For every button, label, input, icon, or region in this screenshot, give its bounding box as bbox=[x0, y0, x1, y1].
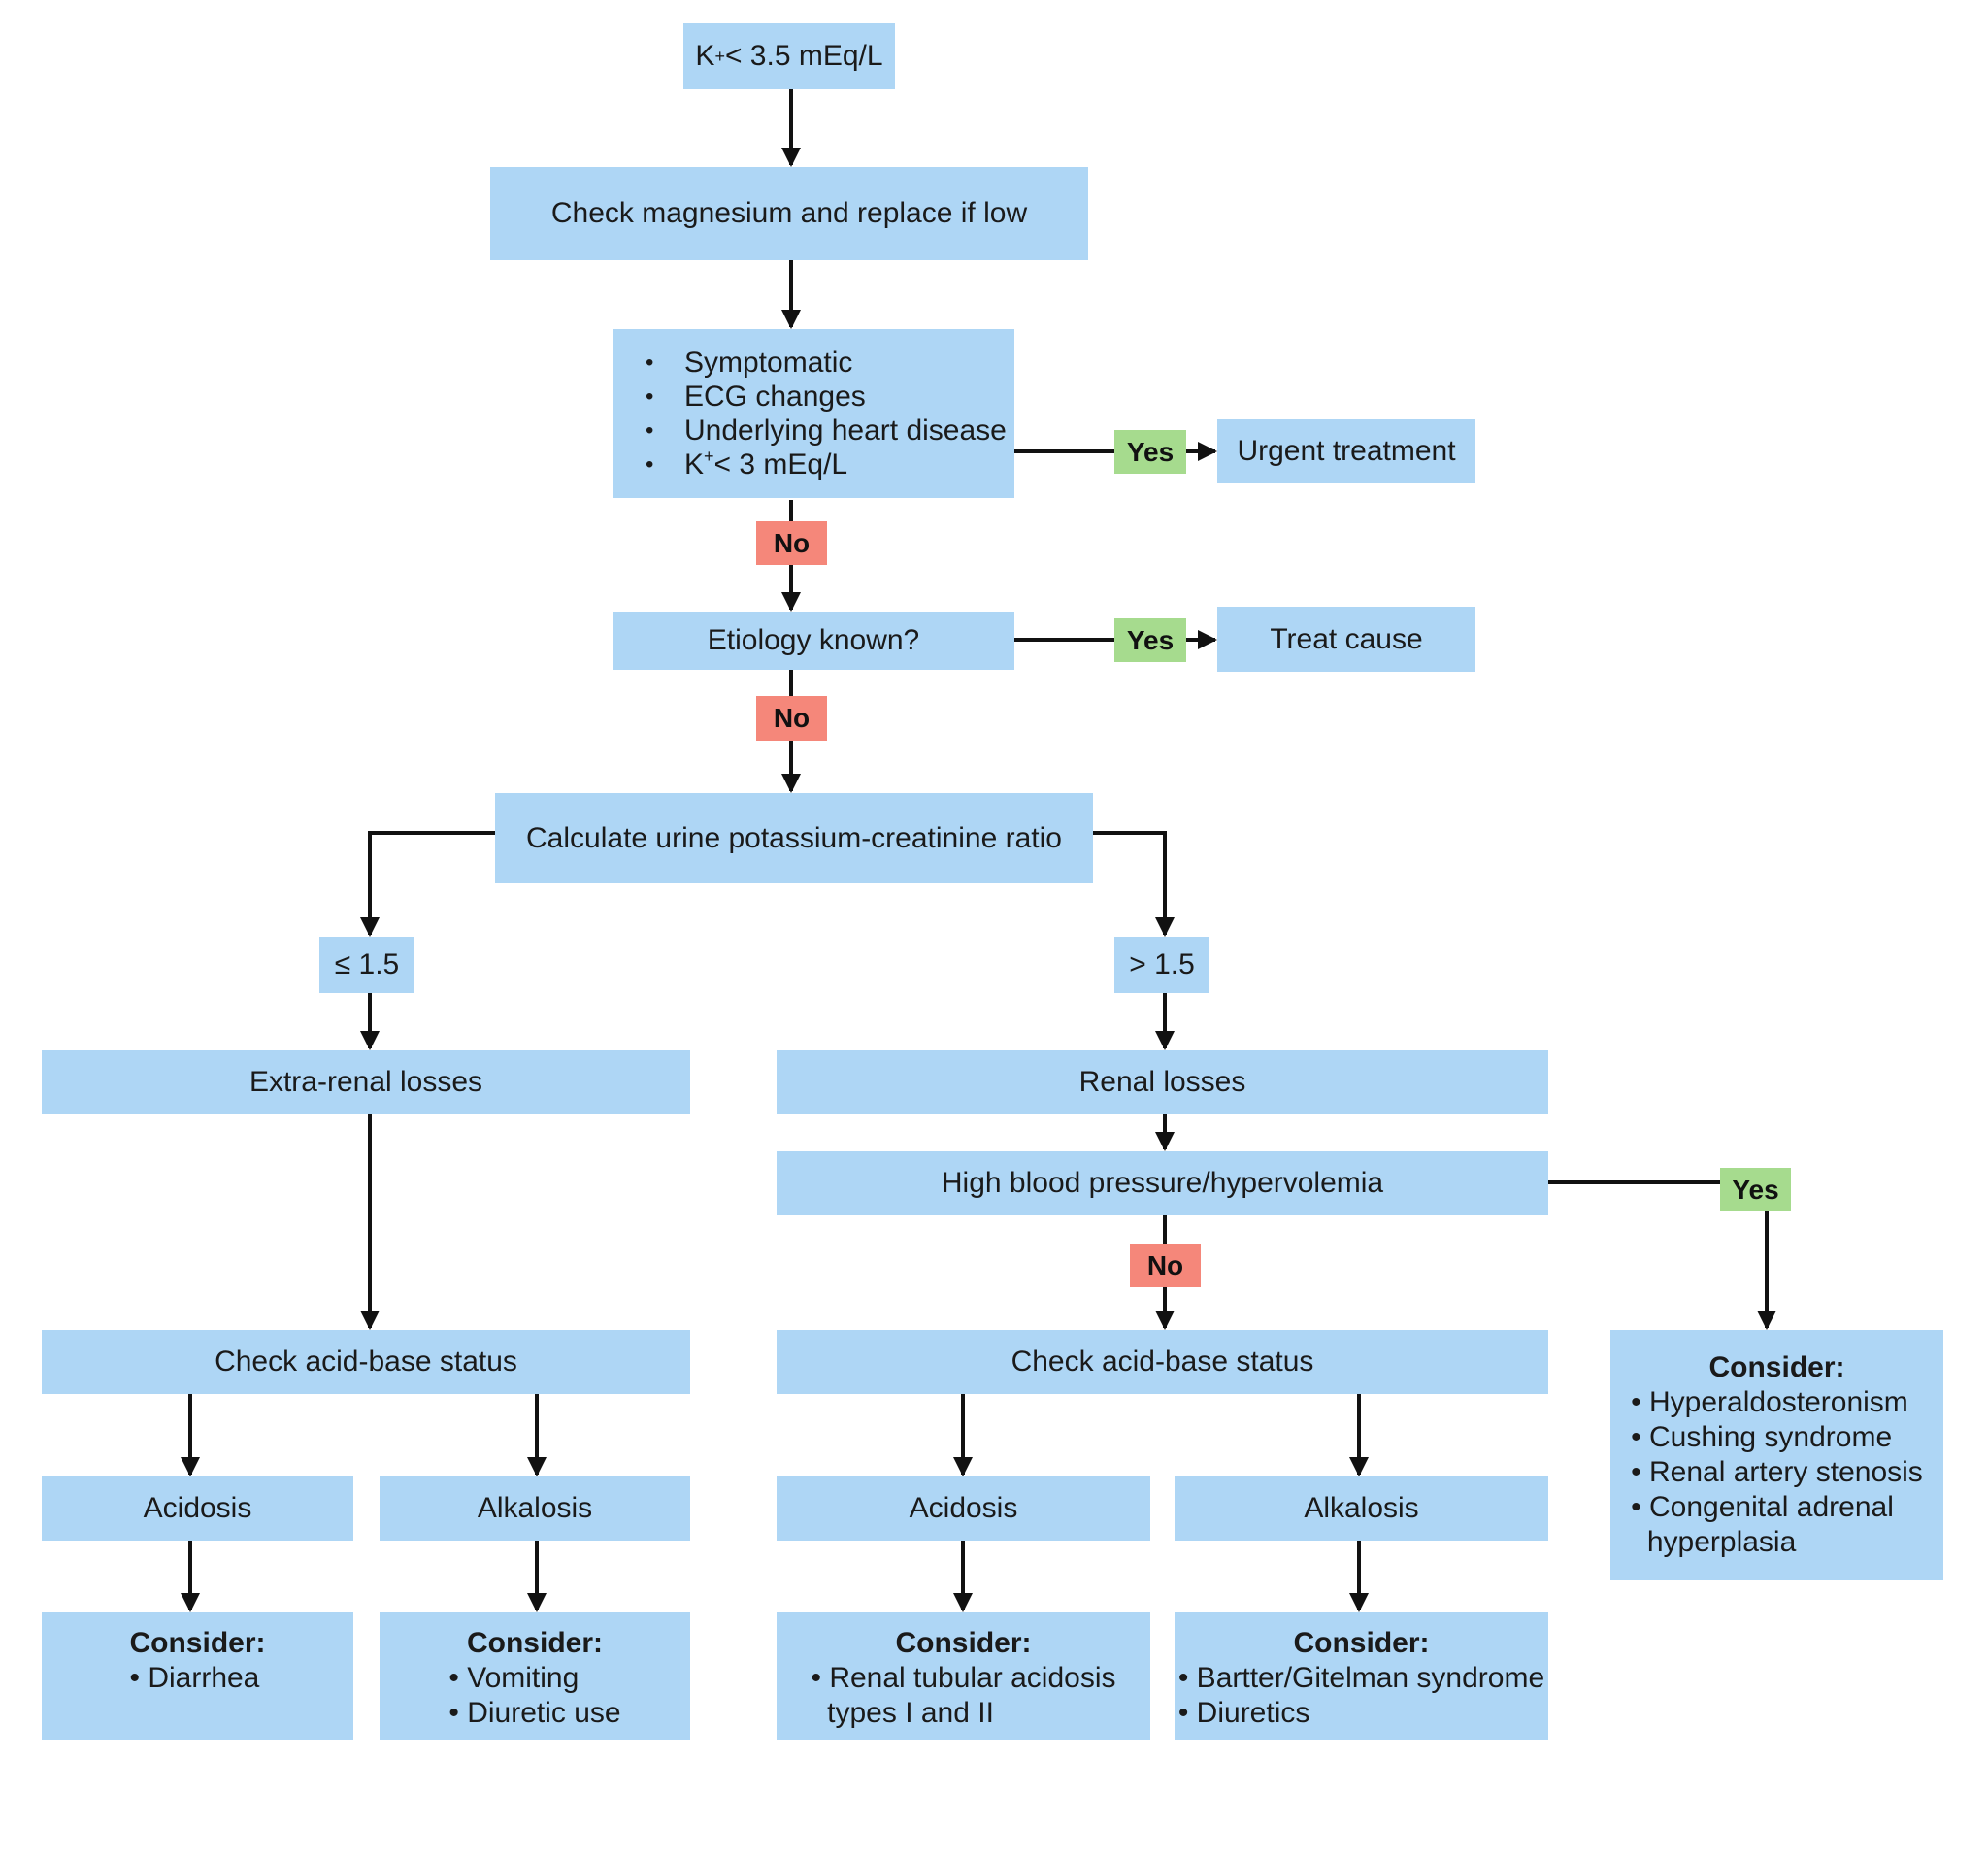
consider-item: • Congenital adrenal bbox=[1631, 1491, 1894, 1523]
node-consider-hyperaldo: Consider: • Hyperaldosteronism • Cushing… bbox=[1610, 1330, 1943, 1580]
consider-item: • Cushing syndrome bbox=[1631, 1421, 1893, 1453]
ratio-le-label: ≤ 1.5 bbox=[334, 948, 400, 980]
consider-bartter-list: Consider: • Bartter/Gitelman syndrome • … bbox=[1178, 1626, 1544, 1731]
start-k: K bbox=[695, 40, 715, 72]
consider-item: • Diarrhea bbox=[129, 1662, 260, 1694]
acid-base-right-label: Check acid-base status bbox=[1011, 1345, 1314, 1377]
urine-ratio-label: Calculate urine potassium-creatinine rat… bbox=[526, 821, 1062, 854]
consider-item: • Renal artery stenosis bbox=[1631, 1456, 1923, 1488]
start-threshold: < 3.5 mEq/L bbox=[724, 40, 883, 72]
consider-heading: Consider: bbox=[466, 1627, 603, 1659]
yes-label-symptoms: Yes bbox=[1114, 430, 1186, 474]
no-label-hbp: No bbox=[1130, 1244, 1201, 1287]
node-check-magnesium: Check magnesium and replace if low bbox=[490, 167, 1088, 260]
symptom-item: Underlying heart disease bbox=[646, 414, 1007, 448]
node-acid-base-right: Check acid-base status bbox=[777, 1330, 1548, 1394]
node-acid-base-left: Check acid-base status bbox=[42, 1330, 690, 1394]
node-consider-bartter: Consider: • Bartter/Gitelman syndrome • … bbox=[1175, 1612, 1548, 1740]
consider-rta-list: Consider: • Renal tubular acidosis types… bbox=[811, 1626, 1115, 1731]
node-symptoms: Symptomatic ECG changes Underlying heart… bbox=[613, 329, 1014, 498]
consider-diarrhea-list: Consider: • Diarrhea bbox=[129, 1626, 265, 1696]
alkalosis-left-label: Alkalosis bbox=[477, 1492, 593, 1524]
symptom-item: Symptomatic bbox=[646, 346, 1007, 380]
symptom-item: ECG changes bbox=[646, 380, 1007, 414]
ratio-gt-label: > 1.5 bbox=[1129, 948, 1195, 980]
node-high-blood-pressure: High blood pressure/hypervolemia bbox=[777, 1151, 1548, 1215]
node-urine-ratio: Calculate urine potassium-creatinine rat… bbox=[495, 793, 1093, 883]
node-consider-vomiting: Consider: • Vomiting • Diuretic use bbox=[380, 1612, 690, 1740]
node-potassium-low: K+< 3.5 mEq/L bbox=[683, 23, 895, 89]
node-etiology-known: Etiology known? bbox=[613, 612, 1014, 670]
node-alkalosis-left: Alkalosis bbox=[380, 1476, 690, 1541]
yes-label-hbp: Yes bbox=[1720, 1168, 1791, 1211]
arrow-urine-to-le bbox=[360, 831, 495, 937]
consider-item: hyperplasia bbox=[1631, 1526, 1797, 1558]
consider-item: types I and II bbox=[811, 1697, 994, 1729]
node-urgent-treatment: Urgent treatment bbox=[1217, 419, 1475, 483]
node-consider-diarrhea: Consider: • Diarrhea bbox=[42, 1612, 353, 1740]
consider-heading: Consider: bbox=[895, 1627, 1032, 1659]
node-ratio-le: ≤ 1.5 bbox=[319, 937, 414, 993]
renal-label: Renal losses bbox=[1078, 1066, 1246, 1098]
urgent-label: Urgent treatment bbox=[1237, 435, 1456, 467]
extra-renal-label: Extra-renal losses bbox=[248, 1066, 483, 1098]
magnesium-label: Check magnesium and replace if low bbox=[550, 197, 1028, 229]
hbp-label: High blood pressure/hypervolemia bbox=[941, 1167, 1384, 1199]
alkalosis-right-label: Alkalosis bbox=[1304, 1492, 1419, 1524]
no-label-etiology: No bbox=[756, 696, 827, 741]
consider-item: • Renal tubular acidosis bbox=[811, 1662, 1116, 1694]
acidosis-right-label: Acidosis bbox=[909, 1492, 1018, 1524]
consider-item: • Diuretics bbox=[1177, 1697, 1310, 1729]
consider-item: • Bartter/Gitelman syndrome bbox=[1177, 1662, 1545, 1694]
symptom-k: K bbox=[684, 448, 705, 481]
symptom-k-threshold: < 3 mEq/L bbox=[713, 448, 848, 481]
node-ratio-gt: > 1.5 bbox=[1114, 937, 1209, 993]
symptom-item: K+< 3 mEq/L bbox=[646, 448, 1007, 481]
consider-item: • Hyperaldosteronism bbox=[1631, 1386, 1908, 1418]
symptoms-list: Symptomatic ECG changes Underlying heart… bbox=[613, 346, 1007, 481]
consider-hyperaldo-list: Consider: • Hyperaldosteronism • Cushing… bbox=[1631, 1350, 1923, 1560]
node-alkalosis-right: Alkalosis bbox=[1175, 1476, 1548, 1541]
consider-vomiting-list: Consider: • Vomiting • Diuretic use bbox=[448, 1626, 620, 1731]
acidosis-left-label: Acidosis bbox=[143, 1492, 252, 1524]
node-consider-rta: Consider: • Renal tubular acidosis types… bbox=[777, 1612, 1150, 1740]
acid-base-left-label: Check acid-base status bbox=[215, 1345, 517, 1377]
etiology-label: Etiology known? bbox=[707, 624, 920, 656]
consider-item: • Vomiting bbox=[448, 1662, 580, 1694]
treat-label: Treat cause bbox=[1270, 622, 1423, 655]
arrow-urine-to-gt bbox=[1093, 831, 1175, 937]
node-acidosis-left: Acidosis bbox=[42, 1476, 353, 1541]
node-renal: Renal losses bbox=[777, 1050, 1548, 1114]
node-extra-renal: Extra-renal losses bbox=[42, 1050, 690, 1114]
consider-heading: Consider: bbox=[129, 1627, 266, 1659]
no-label-symptoms: No bbox=[756, 521, 827, 565]
consider-item: • Diuretic use bbox=[448, 1697, 621, 1729]
node-acidosis-right: Acidosis bbox=[777, 1476, 1150, 1541]
node-treat-cause: Treat cause bbox=[1217, 607, 1475, 672]
yes-label-etiology: Yes bbox=[1114, 618, 1186, 662]
symptom-k-sup: + bbox=[704, 447, 714, 466]
consider-heading: Consider: bbox=[1708, 1351, 1845, 1383]
consider-heading: Consider: bbox=[1293, 1627, 1430, 1659]
